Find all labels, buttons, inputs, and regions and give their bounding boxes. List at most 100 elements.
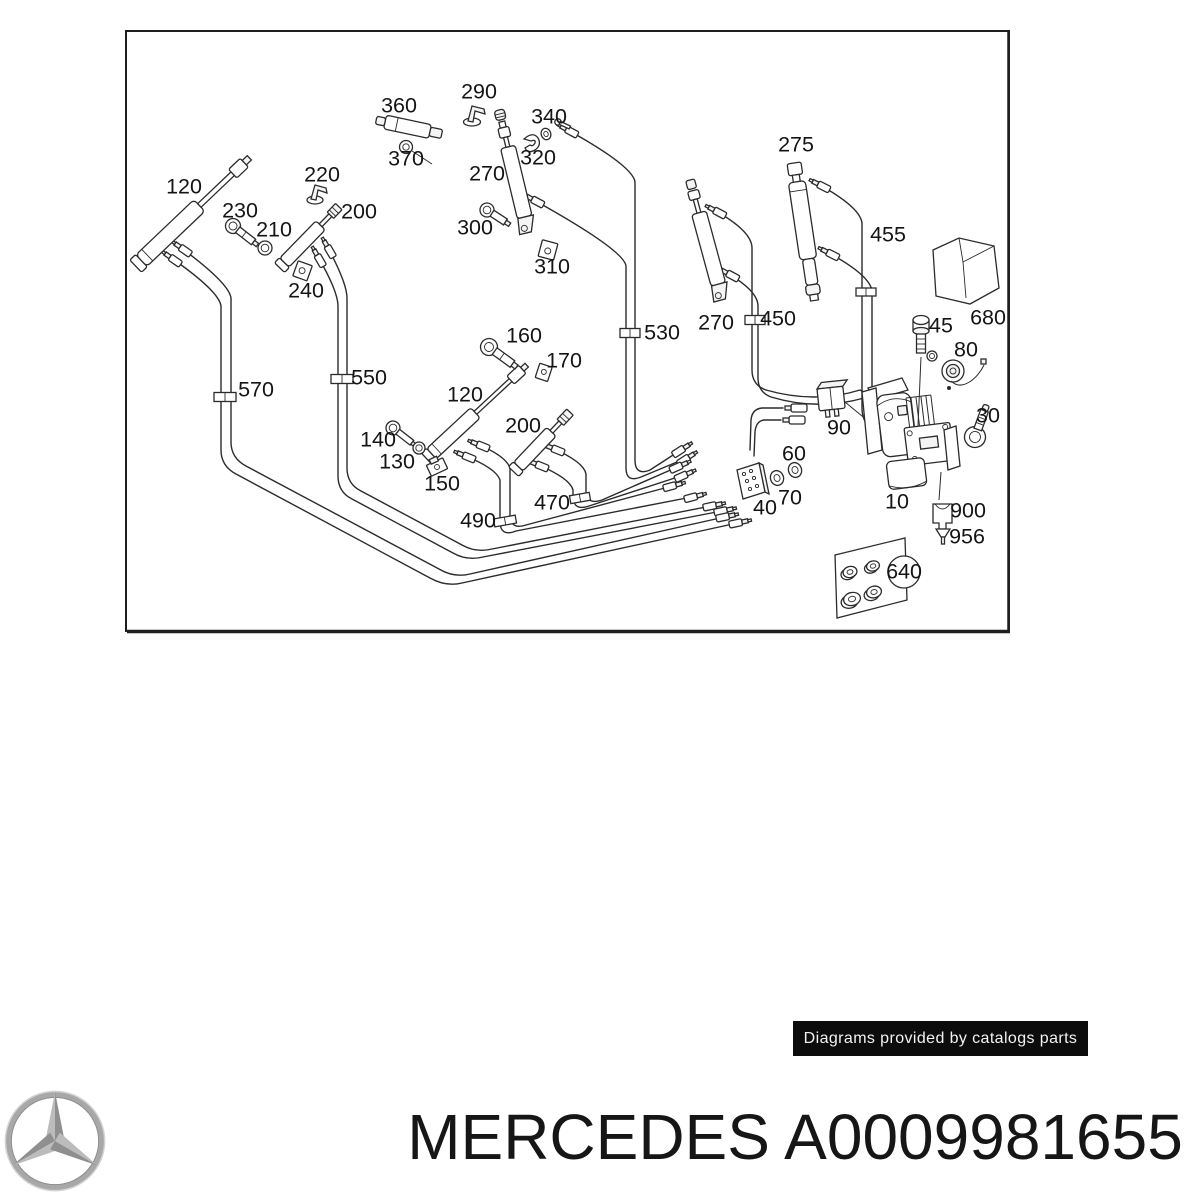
part-label-240: 240 [288, 279, 324, 303]
part-label-300: 300 [457, 216, 493, 240]
end-fitting-10 [728, 518, 753, 529]
end-fitting-6 [683, 491, 708, 504]
tube-connector-b [753, 419, 782, 457]
part-label-45: 45 [929, 314, 953, 338]
tube-530a [565, 128, 685, 473]
fitting-570b [170, 239, 193, 258]
fitting-455a [808, 177, 832, 194]
tube-550a [316, 254, 728, 560]
part-label-230: 230 [222, 199, 258, 223]
end-fitting-8 [713, 506, 738, 517]
nut-45-side [926, 350, 938, 362]
end-fitting-4 [673, 468, 698, 483]
connector-relay-b [782, 415, 806, 425]
fitting-455b [817, 245, 841, 262]
part-label-130: 130 [379, 450, 415, 474]
part-370-bolt [398, 139, 433, 165]
tube-570b [179, 246, 730, 576]
fitting-570a [160, 249, 183, 268]
part-label-290: 290 [461, 80, 497, 104]
part-label-160: 160 [506, 324, 542, 348]
bolt-45 [912, 314, 930, 427]
pump-10 [861, 377, 961, 501]
part-210-nut [257, 240, 273, 256]
part-130-nut [412, 441, 426, 455]
strut-275 [786, 161, 821, 302]
part-label-360: 360 [381, 94, 417, 118]
part-label-200-upper: 200 [341, 200, 377, 224]
tube-harness [169, 128, 891, 585]
clamp-570 [213, 391, 237, 403]
part-label-320: 320 [520, 146, 556, 170]
part-300-bolt [479, 202, 512, 228]
part-230-bolt [224, 217, 260, 248]
part-340-screw-washer [540, 118, 572, 141]
fitting-490a [452, 449, 477, 464]
part-label-956: 956 [949, 525, 985, 549]
grommet-kit-640 [834, 537, 921, 619]
clamp-450 [744, 314, 766, 326]
pump-cluster [736, 237, 1000, 619]
part-160-bolt [479, 337, 519, 370]
part-label-275: 275 [778, 133, 814, 157]
part-label-40: 40 [753, 496, 777, 520]
tube-470b [551, 447, 683, 503]
strut-200-upper [274, 203, 343, 273]
part-320-clip [522, 134, 541, 153]
tube-550b [326, 245, 717, 552]
plate-40 [736, 461, 770, 500]
part-310-bracket [537, 239, 559, 261]
part-label-900: 900 [950, 499, 986, 523]
part-label-550: 550 [351, 366, 387, 390]
part-label-340: 340 [531, 105, 567, 129]
strut-270-mid [685, 178, 728, 303]
mercedes-logo [4, 1090, 106, 1192]
strut-270-upper [494, 108, 535, 236]
clamp-550 [330, 373, 354, 385]
part-label-370: 370 [388, 147, 424, 171]
page-title: MERCEDES A0009981655 [407, 1101, 1183, 1173]
washers-60-70 [769, 461, 803, 487]
watermark-banner: Diagrams provided by catalogs parts [793, 1021, 1088, 1056]
clamp-530 [619, 327, 641, 339]
part-label-120-mid: 120 [447, 383, 483, 407]
part-label-140: 140 [360, 428, 396, 452]
connector-relay-a [784, 403, 808, 413]
part-label-80: 80 [954, 338, 978, 362]
tube-end-fittings [662, 403, 808, 529]
end-fitting-3 [668, 459, 693, 474]
part-label-90: 90 [827, 416, 851, 440]
small-parts [224, 105, 572, 477]
part-label-640: 640 [886, 560, 922, 584]
part-label-470: 470 [534, 491, 570, 515]
part-360-valve [375, 115, 443, 139]
end-fitting-1 [671, 440, 694, 459]
circle-640 [887, 555, 921, 589]
tube-connector-a [749, 407, 784, 451]
pump-fins [905, 394, 935, 428]
part-220-clip [306, 184, 328, 205]
tube-clamps [213, 287, 877, 528]
clamp-455 [855, 287, 877, 297]
part-label-60: 60 [782, 442, 806, 466]
end-fitting-5 [662, 480, 687, 493]
tube-570a [169, 256, 743, 585]
part-label-450: 450 [760, 307, 796, 331]
part-label-150: 150 [424, 472, 460, 496]
tube-530b [531, 198, 690, 480]
part-label-570: 570 [238, 378, 274, 402]
part-label-530: 530 [644, 321, 680, 345]
three-pointed-star [12, 1091, 98, 1166]
part-140-bolt [385, 420, 418, 449]
part-label-270-upper: 270 [469, 162, 505, 186]
part-label-30: 30 [976, 404, 1000, 428]
part-label-270-mid: 270 [698, 311, 734, 335]
struts [129, 108, 821, 477]
clamp-470 [568, 491, 592, 505]
nut-80 [941, 358, 987, 390]
end-fitting-9 [715, 512, 740, 523]
part-label-170: 170 [546, 349, 582, 373]
clamp-490 [492, 514, 518, 528]
part-956 [934, 528, 952, 545]
